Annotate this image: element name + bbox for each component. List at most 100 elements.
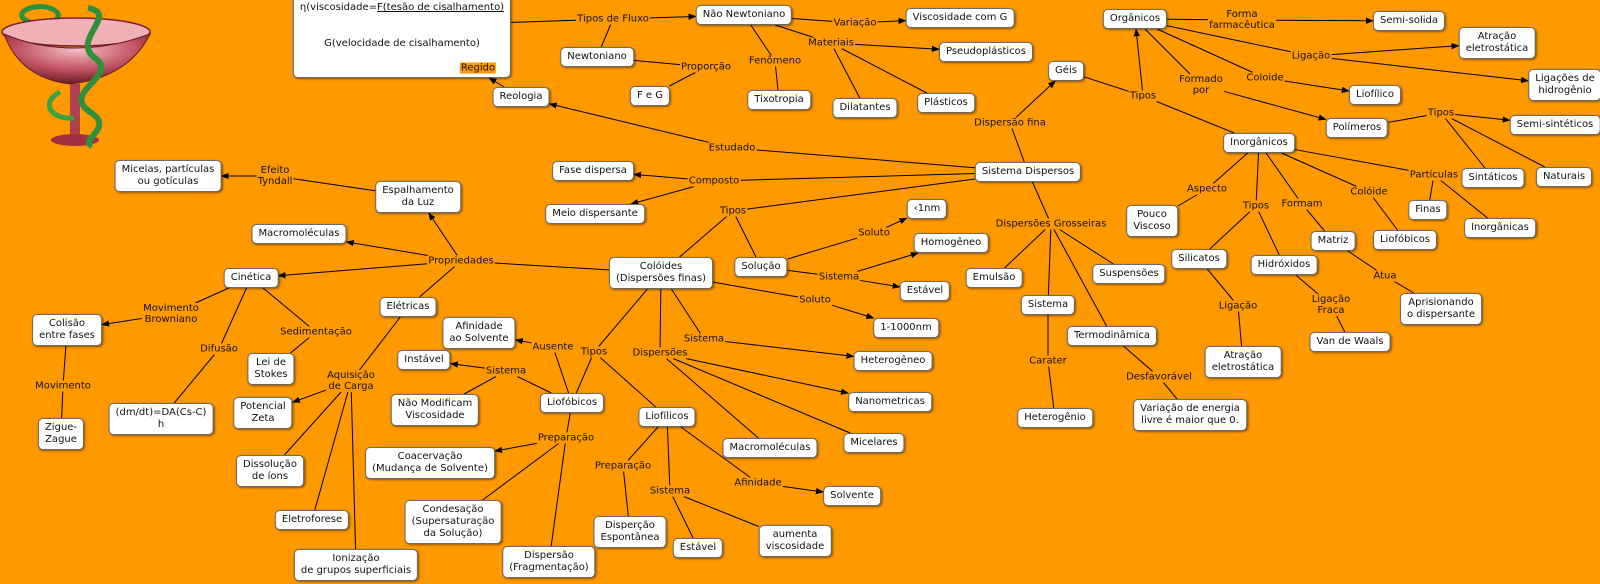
node-heterogeneo-coloides[interactable]: Heterogêneo (853, 351, 933, 371)
link-label-tipos-geis: Tipos (1128, 90, 1158, 102)
node-cinetica[interactable]: Cinética (223, 268, 279, 288)
connector-L_disp_grosseiras-termodinamica (1053, 229, 1107, 327)
node-meio-dispersante[interactable]: Meio dispersante (545, 204, 645, 224)
node-termodinamica[interactable]: Termodinâmica (1066, 326, 1158, 346)
node-inorganicos[interactable]: Inorgânicos (1223, 133, 1295, 153)
connector-L_forma_farm-semi_solida (1275, 17, 1374, 24)
connector-L_dispersoes-micelares (672, 358, 851, 434)
node-nanometricas[interactable]: Nanometricas (848, 392, 932, 412)
node-emulsao[interactable]: Emulsão (965, 268, 1023, 288)
node-macromoleculas-dispersoes[interactable]: Macromoléculas (722, 438, 818, 458)
node-dispersao-espontanea[interactable]: Disperção Espontânea (593, 516, 667, 548)
node-atracao-eletrostatica-organicos[interactable]: Atração eletrostática (1458, 27, 1536, 59)
node-micelares[interactable]: Micelares (843, 433, 905, 453)
node-pseudoplasticos[interactable]: Pseudoplásticos (938, 42, 1034, 62)
node-ionizacao-grupos-superficiais[interactable]: Ionização de grupos superficiais (293, 549, 419, 581)
node-zigue-zague[interactable]: Zigue- Zague (37, 418, 85, 450)
node-colisao-entre-fases[interactable]: Colisão entre fases (32, 314, 102, 346)
connector-L_propriedades-espalhamento (428, 212, 458, 256)
node-sinteticos[interactable]: Sintáticos (1461, 168, 1525, 188)
node-finas[interactable]: Finas (1408, 200, 1448, 220)
node-sistema-dispersos[interactable]: Sistema Dispersos (974, 162, 1082, 182)
connector-L_tipos1-inorganicos (1156, 101, 1235, 134)
connector-L_tipos3-coloides (679, 216, 727, 258)
connector-sistema_dispersos-L_estudado (756, 149, 975, 169)
connector-L_formam-matriz (1306, 209, 1326, 232)
node-dissolucao-de-ions[interactable]: Dissolução de íons (236, 455, 304, 487)
node-eletroforese[interactable]: Eletroforese (274, 510, 350, 530)
node-atracao-eletrostatica-silicatos[interactable]: Atração eletrostática (1204, 346, 1282, 378)
node-f-e-g[interactable]: F e G (629, 86, 671, 106)
node-macromoleculas-propriedades[interactable]: Macromoléculas (251, 224, 347, 244)
node-instavel[interactable]: Instável (397, 350, 451, 370)
node-estavel-solucao[interactable]: Estável (899, 281, 951, 301)
node-liofilicos[interactable]: Liofílicos (638, 407, 696, 427)
link-label-difusao: Difusão (199, 343, 239, 355)
node-coacervacao[interactable]: Coacervação (Mudança de Solvente) (365, 447, 495, 479)
node-potencial-zeta[interactable]: Potencial Zeta (233, 397, 293, 429)
node-van-der-waals[interactable]: Van de Waals (1309, 332, 1391, 352)
node-aprisionando-o-dispersante[interactable]: Aprisionando o dispersante (1400, 293, 1482, 325)
node-hidroxidos[interactable]: Hidróxidos (1250, 255, 1318, 275)
node-suspensoes[interactable]: Suspensões (1092, 264, 1166, 284)
node-viscosidade-com-g[interactable]: Viscosidade com G (905, 8, 1015, 28)
link-label-ligacao-organicos: Ligação (1290, 50, 1332, 62)
connector-L_tipos_fluxo-reologia_formula (511, 19, 577, 23)
link-label-desfavoravel: Desfavorável (1125, 371, 1193, 383)
connector-coloides-L_sistema2 (671, 288, 701, 334)
node-nao-newtoniano[interactable]: Não Newtoniano (695, 5, 793, 25)
node-menor-1nm[interactable]: ‹1nm (906, 199, 948, 219)
link-label-aspecto: Aspecto (1185, 183, 1229, 195)
node-estavel-liofilicos[interactable]: Estável (672, 538, 724, 558)
node-1-1000nm[interactable]: 1-1000nm (873, 318, 939, 338)
node-espalhamento-da-luz[interactable]: Espalhamento da Luz (375, 181, 461, 213)
node-polimeros[interactable]: Polímeros (1325, 118, 1389, 138)
connector-geis-L_tipos1 (1083, 76, 1130, 92)
node-silicatos[interactable]: Silicatos (1171, 249, 1227, 269)
node-liofobicos-coloide[interactable]: Liofóbicos (1372, 230, 1438, 250)
node-semi-solida[interactable]: Semi-solida (1373, 11, 1445, 31)
connector-polimeros-L_tipos2 (1388, 115, 1427, 123)
node-dispersao-fragmentacao[interactable]: Dispersão (Fragmentação) (502, 546, 596, 578)
node-reologia[interactable]: Reologia (492, 87, 550, 107)
node-liofobicos-tipos[interactable]: Liofóbicos (539, 393, 605, 413)
node-eletricas[interactable]: Elétricas (379, 297, 437, 317)
node-condensacao[interactable]: Condesação (Supersaturação da Solução) (404, 500, 502, 544)
node-sistema-grosseiras[interactable]: Sistema (1020, 295, 1076, 315)
node-dilatantes[interactable]: Dilatantes (832, 98, 898, 118)
node-heterogenio[interactable]: Heterogênio (1017, 408, 1093, 428)
node-organicos[interactable]: Orgânicos (1102, 9, 1168, 29)
node-variacao-energia-livre[interactable]: Variação de energia livre é maior que 0. (1133, 399, 1247, 431)
node-semi-sinteticos[interactable]: Semi-sintéticos (1509, 115, 1600, 135)
connector-silicatos-L_ligacao2 (1206, 268, 1234, 301)
node-fase-dispersa[interactable]: Fase dispersa (552, 161, 634, 181)
node-geis[interactable]: Géis (1048, 61, 1084, 81)
node-ligacoes-de-hidrogenio[interactable]: Ligações de hidrogênio (1528, 69, 1600, 101)
connector-L_materiais-plasticos (841, 48, 928, 94)
node-solucao[interactable]: Solução (734, 257, 788, 277)
node-solvente[interactable]: Solvente (823, 486, 881, 506)
node-plasticos[interactable]: Plásticos (917, 93, 975, 113)
node-liofilico[interactable]: Liofílico (1349, 85, 1401, 105)
connector-L_dispersoes-nanometricas (685, 358, 849, 395)
node-tixotropia[interactable]: Tixotropia (747, 90, 811, 110)
node-homogeneo[interactable]: Homogêneo (913, 233, 989, 253)
node-nao-modificam-viscosidade[interactable]: Não Modificam Viscosidade (390, 394, 480, 426)
node-lei-de-stokes[interactable]: Lei de Stokes (247, 353, 295, 385)
node-micelas-particulas[interactable]: Micelas, partículas ou gotículas (114, 160, 222, 192)
node-naturais[interactable]: Naturais (1535, 167, 1593, 187)
node-matriz[interactable]: Matriz (1310, 231, 1356, 251)
node-pouco-viscoso[interactable]: Pouco Viscoso (1126, 205, 1178, 237)
node-aumenta-viscosidade[interactable]: aumenta viscosidade (758, 525, 832, 557)
link-label-fenomeno: Fenômeno (747, 55, 803, 67)
connector-espalhamento-L_efeito_tyndall (293, 178, 376, 192)
node-lei-de-fick[interactable]: (dm/dt)=DA(Cs-C) h (108, 403, 214, 435)
node-inorganicas[interactable]: Inorgânicas (1464, 218, 1536, 238)
node-newtoniano[interactable]: Newtoniano (560, 47, 634, 67)
connector-L_formado_por-polimeros (1223, 90, 1327, 121)
node-coloides[interactable]: Colóides (Dispersões finas) (609, 257, 713, 289)
connector-L_disp_grosseiras-sistema_node (1047, 229, 1052, 296)
connector-L_fenomeno-tixotropia (775, 66, 779, 91)
link-label-forma-farmaceutica: Forma farmacêutica (1208, 9, 1276, 31)
node-afinidade-ao-solvente[interactable]: Afinidade ao Solvente (442, 317, 516, 349)
